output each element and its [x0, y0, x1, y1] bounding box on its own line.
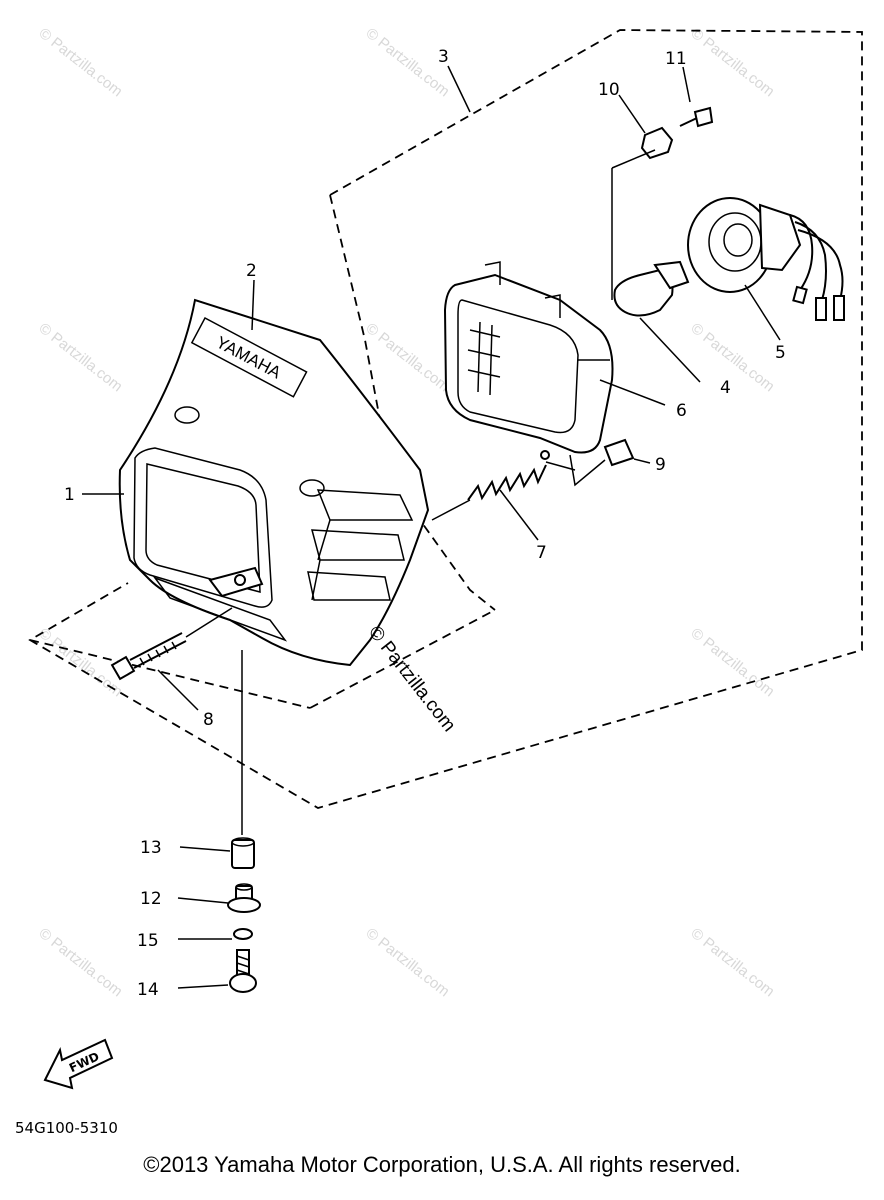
- watermark: © Partzilla.com: [36, 25, 126, 101]
- callout-7: 7: [536, 543, 547, 563]
- watermark: © Partzilla.com: [688, 625, 778, 701]
- watermark: © Partzilla.com: [688, 25, 778, 101]
- collar-12: [177, 883, 261, 913]
- callout-9: 9: [655, 455, 666, 475]
- drawing-code: 54G100-5310: [15, 1119, 118, 1137]
- watermark: © Partzilla.com: [36, 925, 126, 1001]
- callout-4: 4: [720, 378, 731, 398]
- callout-2: 2: [246, 261, 257, 281]
- callout-1: 1: [64, 485, 75, 505]
- watermark: © Partzilla.com: [363, 320, 453, 396]
- socket-cover-5: [687, 197, 845, 341]
- watermark: © Partzilla.com: [363, 925, 453, 1001]
- assembly-boundary: [28, 29, 863, 809]
- watermark: © Partzilla.com: [688, 925, 778, 1001]
- watermark: © Partzilla.com: [36, 320, 126, 396]
- callout-5: 5: [775, 343, 786, 363]
- callout-14: 14: [137, 980, 159, 1000]
- callout-12: 12: [140, 889, 162, 909]
- callout-3: 3: [438, 47, 449, 67]
- callouts: 1 2 3 4 5 6 7 8 9 10 11 12 13 14 15: [64, 47, 786, 1000]
- watermark-center: © Partzilla.com: [364, 622, 459, 736]
- leader-lines: [82, 65, 691, 495]
- bulb-4: [613, 260, 701, 383]
- headlight-cowl: YAMAHA: [118, 298, 430, 667]
- watermark: © Partzilla.com: [688, 320, 778, 396]
- callout-10: 10: [598, 80, 620, 100]
- callout-6: 6: [676, 401, 687, 421]
- clip-9: [569, 438, 635, 487]
- screw-11: [679, 106, 714, 128]
- watermark: © Partzilla.com: [36, 625, 126, 701]
- callout-8: 8: [203, 710, 214, 730]
- nut-10: [611, 126, 674, 300]
- bolt-14: [177, 949, 257, 993]
- callout-11: 11: [665, 49, 687, 69]
- bolt-8: [110, 607, 233, 711]
- callout-15: 15: [137, 931, 159, 951]
- grommet-13: [179, 837, 255, 869]
- copyright-footer: ©2013 Yamaha Motor Corporation, U.S.A. A…: [143, 1152, 741, 1177]
- spring-7: [431, 461, 576, 541]
- headlight-unit: [443, 261, 614, 460]
- fwd-arrow: FWD: [43, 1038, 114, 1090]
- callout-13: 13: [140, 838, 162, 858]
- washer-15: [178, 928, 253, 940]
